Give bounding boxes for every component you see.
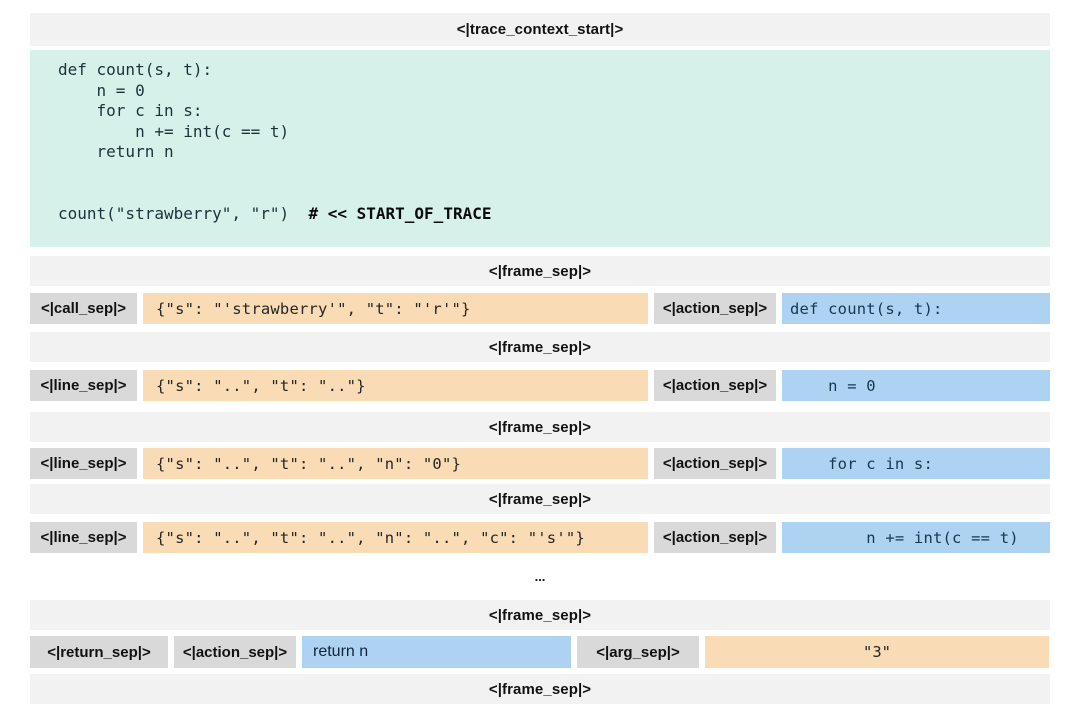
code-body: def count(s, t): n = 0 for c in s: n += … xyxy=(58,60,290,161)
trace-frame-row-call: <|call_sep|> {"s": "'strawberry'", "t": … xyxy=(30,293,1050,324)
frame-sep-token: <|frame_sep|> xyxy=(488,262,592,280)
arg-sep-token: <|arg_sep|> xyxy=(577,636,699,668)
frame-sep-bar: <|frame_sep|> xyxy=(30,412,1050,442)
trace-ellipsis: ... xyxy=(534,569,546,584)
frame-sep-bar: <|frame_sep|> xyxy=(30,332,1050,362)
frame-action-code: n += int(c == t) xyxy=(782,522,1050,553)
action-sep-token: <|action_sep|> xyxy=(654,448,776,479)
line-sep-token: <|line_sep|> xyxy=(30,522,137,553)
action-sep-token: <|action_sep|> xyxy=(174,636,296,668)
trace-frame-row-line-3: <|line_sep|> {"s": "..", "t": "..", "n":… xyxy=(30,522,1050,553)
frame-sep-bar: <|frame_sep|> xyxy=(30,600,1050,630)
trace-frame-row-line-1: <|line_sep|> {"s": "..", "t": ".."} <|ac… xyxy=(30,370,1050,401)
line-sep-token: <|line_sep|> xyxy=(30,448,137,479)
trace-context-start-token: <|trace_context_start|> xyxy=(456,21,624,38)
action-sep-token: <|action_sep|> xyxy=(654,293,776,324)
code-call-line: count("strawberry", "r") xyxy=(58,203,309,223)
frame-sep-bar: <|frame_sep|> xyxy=(30,484,1050,514)
frame-state-json: {"s": "..", "t": ".."} xyxy=(143,370,648,401)
action-sep-token: <|action_sep|> xyxy=(654,370,776,401)
frame-sep-token: <|frame_sep|> xyxy=(488,680,592,698)
frame-state-json: {"s": "..", "t": "..", "n": "0"} xyxy=(143,448,648,479)
frame-sep-token: <|frame_sep|> xyxy=(488,418,592,436)
action-sep-token: <|action_sep|> xyxy=(654,522,776,553)
return-action-code: return n xyxy=(302,636,571,668)
trace-context-code: def count(s, t): n = 0 for c in s: n += … xyxy=(30,50,1050,247)
call-sep-token: <|call_sep|> xyxy=(30,293,137,324)
trace-context-start-bar: <|trace_context_start|> xyxy=(30,13,1050,46)
frame-sep-bar: <|frame_sep|> xyxy=(30,674,1050,704)
frame-sep-token: <|frame_sep|> xyxy=(488,490,592,508)
return-sep-token: <|return_sep|> xyxy=(30,636,168,668)
trace-return-row: <|return_sep|> <|action_sep|> return n <… xyxy=(30,636,1050,668)
frame-sep-bar: <|frame_sep|> xyxy=(30,256,1050,286)
frame-action-code: n = 0 xyxy=(782,370,1050,401)
frame-state-json: {"s": "'strawberry'", "t": "'r'"} xyxy=(143,293,648,324)
frame-action-code: def count(s, t): xyxy=(782,293,1050,324)
return-value: "3" xyxy=(705,636,1049,668)
frame-action-code: for c in s: xyxy=(782,448,1050,479)
line-sep-token: <|line_sep|> xyxy=(30,370,137,401)
frame-state-json: {"s": "..", "t": "..", "n": "..", "c": "… xyxy=(143,522,648,553)
trace-format-diagram: <|trace_context_start|> def count(s, t):… xyxy=(30,13,1050,704)
frame-sep-token: <|frame_sep|> xyxy=(488,606,592,624)
trace-frame-row-line-2: <|line_sep|> {"s": "..", "t": "..", "n":… xyxy=(30,448,1050,479)
frame-sep-token: <|frame_sep|> xyxy=(488,338,592,356)
start-of-trace-comment: # << START_OF_TRACE xyxy=(308,203,492,223)
